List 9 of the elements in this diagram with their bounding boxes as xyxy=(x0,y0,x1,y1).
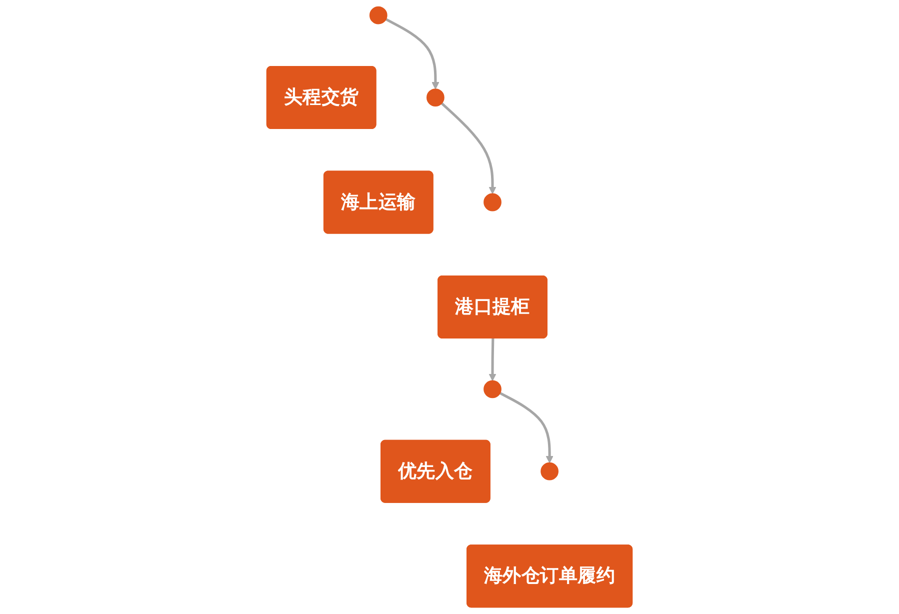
arrow xyxy=(440,102,496,194)
node-circle xyxy=(484,380,502,398)
node-circle xyxy=(540,462,558,480)
arrow xyxy=(488,338,496,381)
arrow xyxy=(385,18,440,90)
node-circle xyxy=(484,193,502,212)
node-circle xyxy=(369,6,388,24)
node-circle xyxy=(426,88,444,106)
arrow xyxy=(499,392,554,464)
